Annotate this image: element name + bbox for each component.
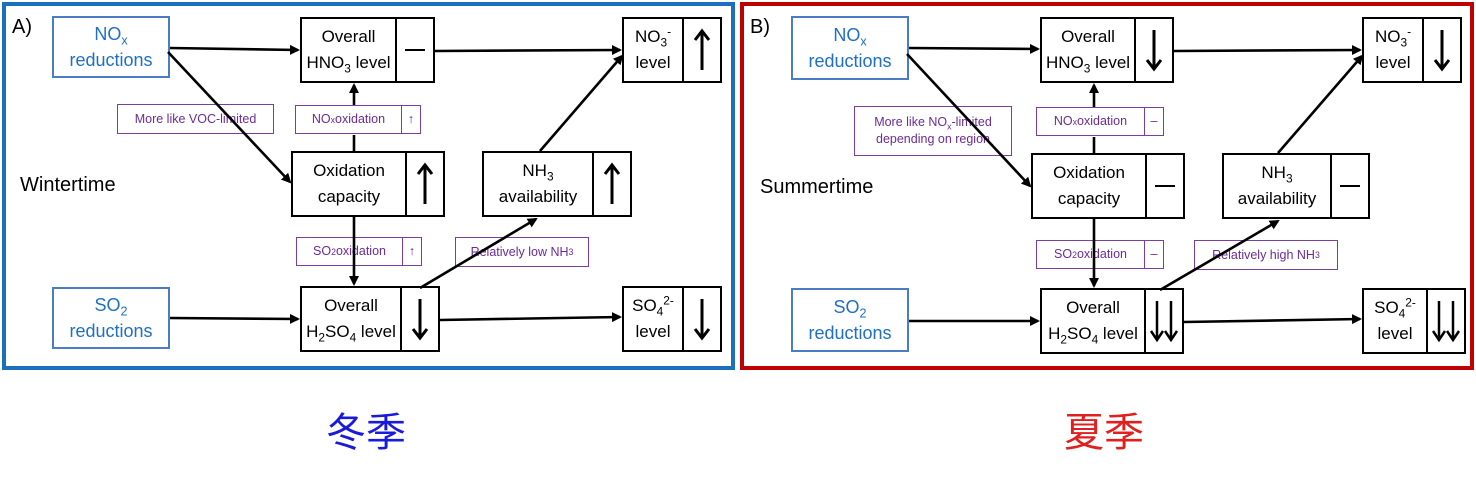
arrow-nh3-to-no3 <box>1277 54 1364 154</box>
arrow-so2-to-h2so4 <box>169 313 300 324</box>
arrow-nh3-to-no3 <box>539 54 624 152</box>
arrow-nox-to-hno3 <box>169 44 300 55</box>
arrow-nox-to-oxidation <box>906 53 1032 188</box>
arrow-nox-to-oxidation <box>167 51 292 184</box>
arrow-h2so4-to-so4 <box>1183 314 1362 325</box>
arrow-nox-to-hno3 <box>908 43 1040 54</box>
arrow-hno3-to-no3 <box>434 45 622 56</box>
arrow-hno3-to-no3 <box>1173 45 1362 56</box>
arrow-h2so4-to-nh3 <box>1159 219 1280 292</box>
arrow-h2so4-to-nh3 <box>419 217 538 290</box>
arrow-h2so4-to-so4 <box>439 312 622 323</box>
